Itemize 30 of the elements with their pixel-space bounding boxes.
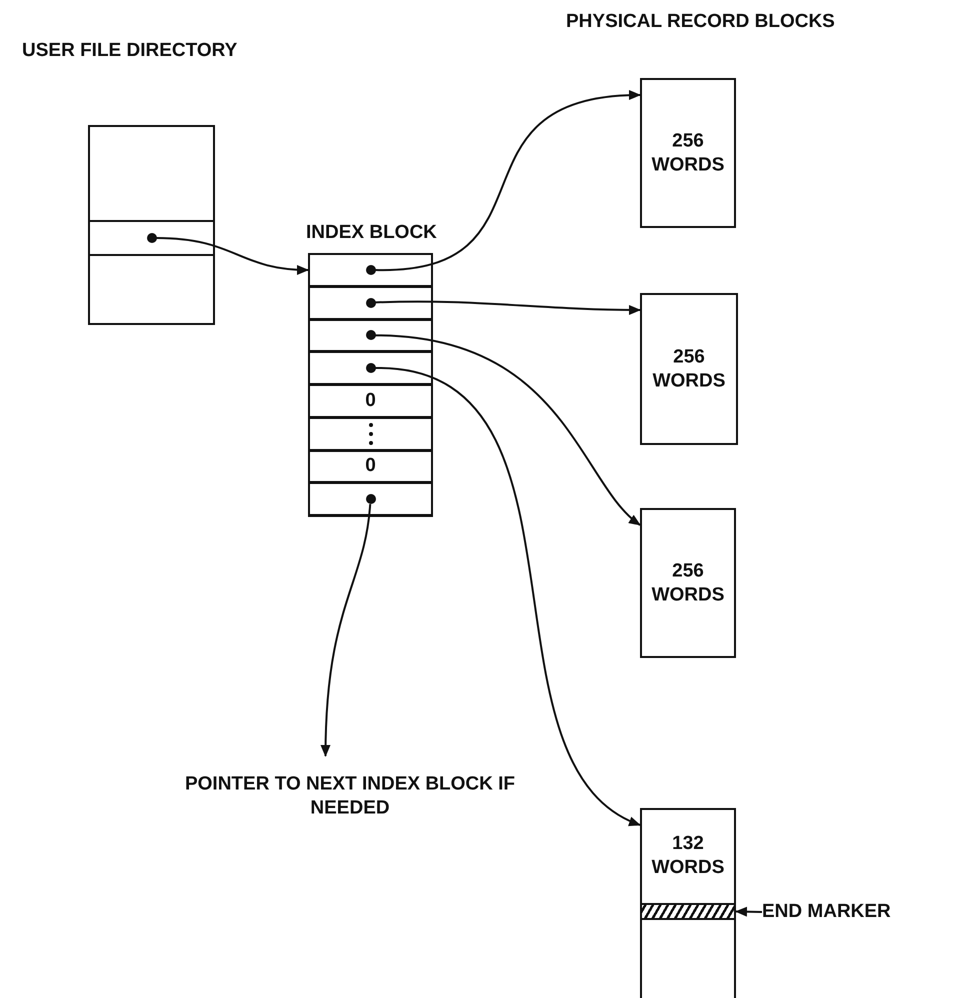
block-label: 256 WORDS <box>650 559 726 607</box>
arrow <box>375 300 641 315</box>
index-entry-cell <box>308 318 433 352</box>
end-marker-bar <box>640 903 736 920</box>
block-label: 256 WORDS <box>652 345 726 393</box>
arrow <box>735 906 762 917</box>
arrow <box>375 334 641 526</box>
block-label: 132 WORDS <box>650 832 726 880</box>
arrow <box>156 237 309 275</box>
index-entry-cell <box>308 286 433 320</box>
block-label: 256 WORDS <box>650 129 726 177</box>
block-label: 0 <box>364 454 377 478</box>
record-block <box>640 78 736 228</box>
note-text: POINTER TO NEXT INDEX BLOCK IF NEEDED <box>184 772 516 820</box>
index-entry-cell <box>308 450 433 484</box>
arrow <box>375 90 641 271</box>
arrow <box>320 504 372 757</box>
record-block <box>640 808 736 998</box>
record-block <box>640 293 738 445</box>
callout-label: END MARKER <box>762 900 891 924</box>
index-entry-cell <box>308 416 433 450</box>
record-block <box>640 508 736 658</box>
index-entry-cell <box>308 482 433 516</box>
table-heading: USER FILE DIRECTORY <box>22 39 238 63</box>
table-heading: INDEX BLOCK <box>306 221 437 245</box>
block-label: 0 <box>364 389 377 413</box>
section-heading: PHYSICAL RECORD BLOCKS <box>566 10 835 34</box>
directory-entry-cell <box>88 220 215 256</box>
index-entry-cell <box>308 384 433 418</box>
index-entry-cell <box>308 351 433 385</box>
